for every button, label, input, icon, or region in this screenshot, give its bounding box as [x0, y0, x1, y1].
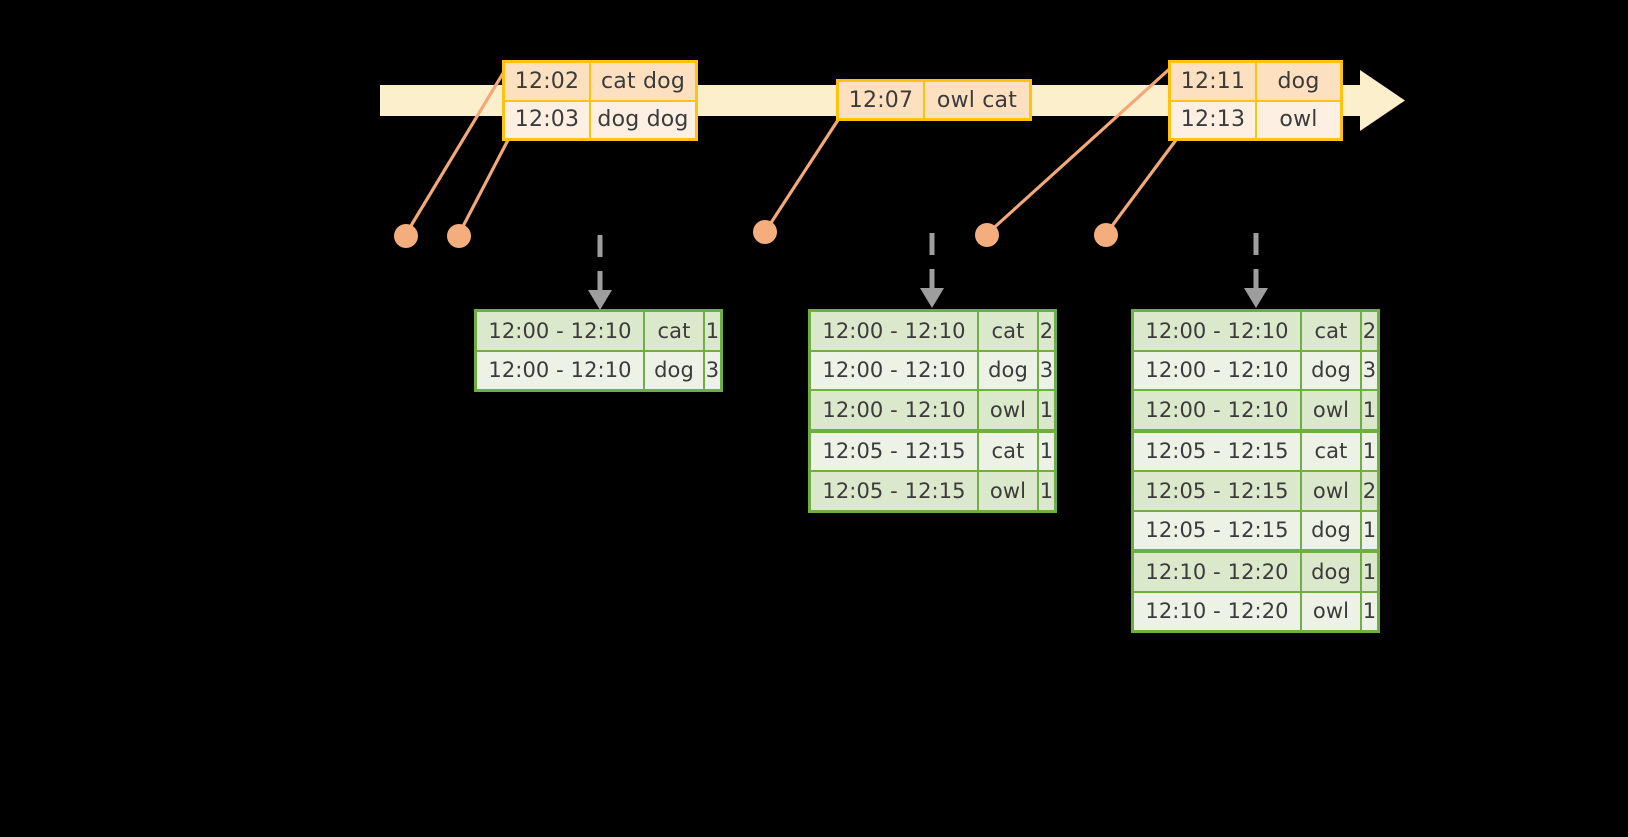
- cell-key: dog: [1302, 553, 1362, 591]
- cell-key: owl: [979, 391, 1039, 429]
- cell-window: 12:10 - 12:20: [1134, 592, 1302, 630]
- event-group-3[interactable]: 12:11 dog 12:13 owl: [1168, 60, 1343, 141]
- cell-window: 12:05 - 12:15: [811, 432, 979, 470]
- cell-key: owl: [1302, 391, 1362, 429]
- event-dot-4: [975, 223, 999, 247]
- event-row[interactable]: 12:03 dog dog: [505, 99, 695, 138]
- event-time: 12:07: [839, 82, 925, 118]
- dashed-arrow-2: [920, 233, 944, 308]
- cell-count: 1: [1362, 553, 1377, 591]
- cell-count: 1: [1362, 391, 1377, 429]
- cell-count: 1: [1362, 592, 1377, 630]
- connector-line-2: [457, 138, 510, 236]
- event-text: owl cat: [925, 82, 1029, 118]
- cell-window: 12:10 - 12:20: [1134, 553, 1302, 591]
- connector-line-5: [1104, 138, 1178, 236]
- cell-window: 12:05 - 12:15: [1134, 472, 1302, 510]
- cell-window: 12:00 - 12:10: [1134, 391, 1302, 429]
- event-text: cat dog: [591, 63, 695, 100]
- cell-count: 3: [1362, 351, 1377, 389]
- cell-count: 1: [705, 312, 720, 350]
- cell-key: owl: [979, 472, 1039, 510]
- cell-count: 2: [1039, 312, 1054, 350]
- dashed-arrow-3: [1244, 233, 1268, 308]
- event-dots: [394, 220, 1118, 248]
- event-time: 12:02: [505, 63, 591, 100]
- cell-window: 12:00 - 12:10: [811, 391, 979, 429]
- cell-window: 12:00 - 12:10: [1134, 351, 1302, 389]
- cell-key: cat: [979, 312, 1039, 350]
- cell-key: cat: [1302, 312, 1362, 350]
- dashed-arrow-1: [588, 235, 612, 310]
- cell-window: 12:00 - 12:10: [811, 351, 979, 389]
- event-row[interactable]: 12:07 owl cat: [839, 82, 1029, 118]
- cell-count: 1: [1362, 511, 1377, 549]
- event-text: owl: [1257, 101, 1340, 138]
- cell-window: 12:00 - 12:10: [1134, 312, 1302, 350]
- cell-key: dog: [1302, 511, 1362, 549]
- cell-count: 1: [1039, 472, 1054, 510]
- cell-window: 12:05 - 12:15: [811, 472, 979, 510]
- cell-key: dog: [1302, 351, 1362, 389]
- cell-window: 12:00 - 12:10: [811, 312, 979, 350]
- event-time: 12:03: [505, 101, 591, 138]
- event-row[interactable]: 12:13 owl: [1171, 99, 1340, 138]
- event-group-2[interactable]: 12:07 owl cat: [836, 79, 1032, 121]
- event-dot-1: [394, 224, 418, 248]
- event-dot-5: [1094, 223, 1118, 247]
- cell-key: owl: [1302, 472, 1362, 510]
- cell-count: 1: [1039, 391, 1054, 429]
- cell-window: 12:00 - 12:10: [477, 312, 645, 350]
- cell-key: cat: [1302, 432, 1362, 470]
- cell-key: cat: [979, 432, 1039, 470]
- event-time: 12:13: [1171, 101, 1257, 138]
- connector-line-3: [763, 118, 840, 234]
- cell-count: 3: [705, 351, 720, 389]
- event-row[interactable]: 12:02 cat dog: [505, 63, 695, 100]
- event-row[interactable]: 12:11 dog: [1171, 63, 1340, 100]
- cell-window: 12:05 - 12:15: [1134, 432, 1302, 470]
- cell-count: 2: [1362, 472, 1377, 510]
- cell-count: 1: [1362, 432, 1377, 470]
- cell-key: dog: [979, 351, 1039, 389]
- cell-key: cat: [645, 312, 705, 350]
- connector-line-1: [404, 63, 510, 236]
- cell-key: dog: [645, 351, 705, 389]
- cell-count: 1: [1039, 432, 1054, 470]
- event-group-1[interactable]: 12:02 cat dog 12:03 dog dog: [502, 60, 698, 141]
- cell-count: 2: [1362, 312, 1377, 350]
- event-text: dog dog: [591, 101, 695, 138]
- dashed-arrows: [588, 233, 1268, 310]
- event-dot-2: [447, 224, 471, 248]
- cell-window: 12:00 - 12:10: [477, 351, 645, 389]
- event-dot-3: [753, 220, 777, 244]
- cell-key: owl: [1302, 592, 1362, 630]
- event-time: 12:11: [1171, 63, 1257, 100]
- event-text: dog: [1257, 63, 1340, 100]
- cell-count: 3: [1039, 351, 1054, 389]
- cell-window: 12:05 - 12:15: [1134, 511, 1302, 549]
